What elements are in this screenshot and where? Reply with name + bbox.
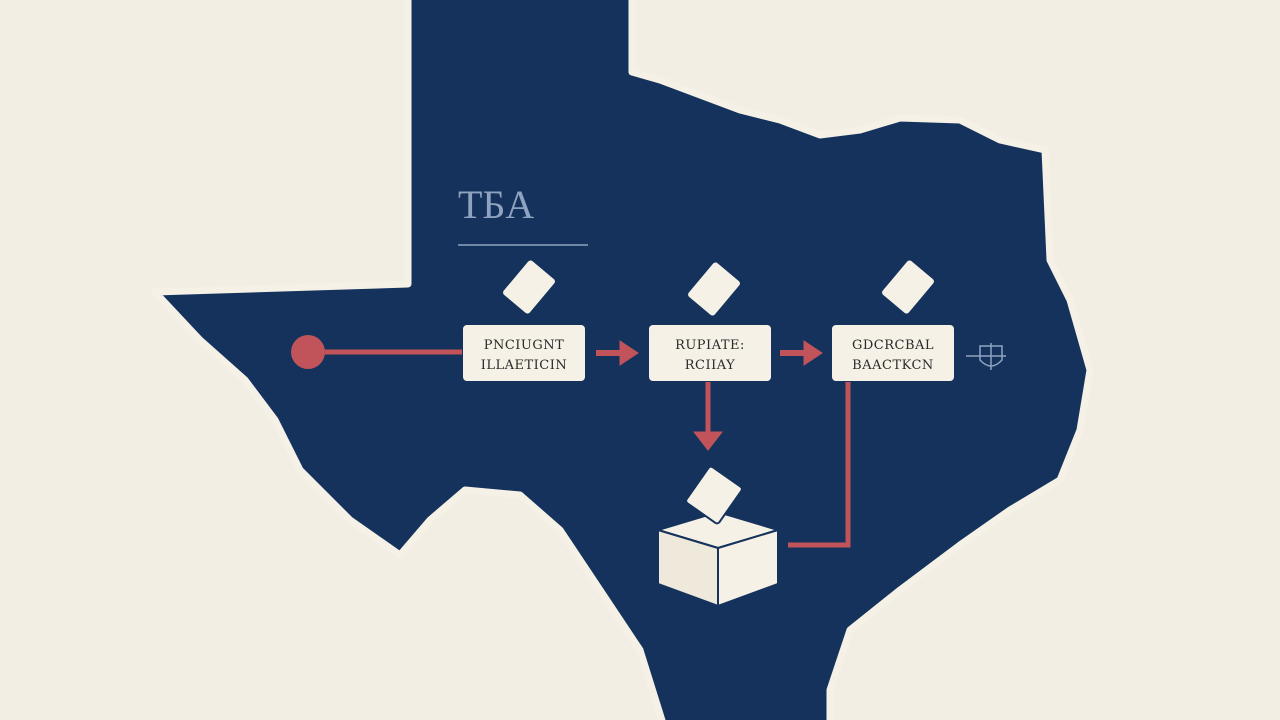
start-dot (291, 335, 325, 369)
step-label: RCIIAY (685, 358, 735, 373)
step-label: RUPIATE: (675, 338, 745, 353)
ballot-card-icon (503, 260, 555, 314)
arrow-2 (780, 340, 823, 366)
diagram-title: TБA (458, 182, 534, 227)
ballot-box-icon (657, 465, 779, 607)
step-label: ILLAETICIN (481, 358, 568, 373)
ballot-card-icon (882, 260, 934, 314)
shield-icon (966, 343, 1006, 370)
arrow-down (692, 382, 724, 451)
step-label: PNCIUGNT (484, 338, 565, 353)
arrow-1 (596, 340, 639, 366)
step-card-runoff: RUPIATE: RCIIAY (649, 325, 771, 381)
step-label: GDCRCBAL (852, 338, 934, 353)
step-label: BAACTKCN (852, 358, 934, 373)
step-card-primary: PNCIUGNT ILLAETICIN (463, 325, 585, 381)
return-line (788, 382, 851, 548)
step-card-general: GDCRCBAL BAACTKCN (832, 325, 954, 381)
ballot-card-icon (688, 262, 740, 316)
